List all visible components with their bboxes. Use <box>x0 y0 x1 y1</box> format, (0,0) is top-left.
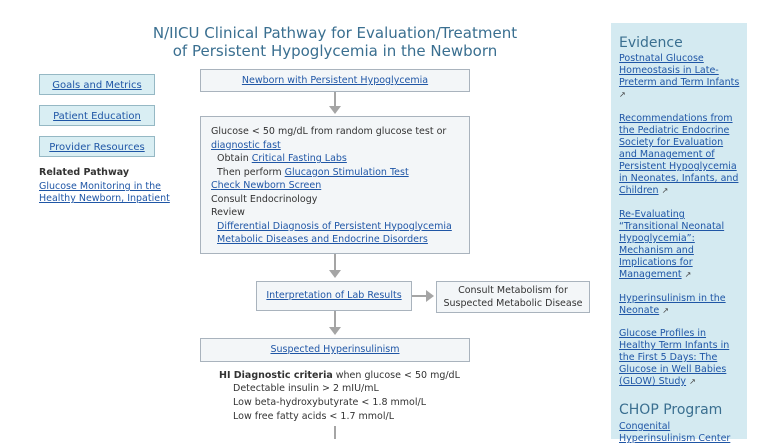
then-perform-label: Then perform <box>217 166 285 178</box>
title-line-2: of Persistent Hypoglycemia in the Newbor… <box>172 42 498 60</box>
evidence-link-2-text[interactable]: Recommendations from the Pediatric Endoc… <box>619 113 739 196</box>
hi-criteria-bold: HI Diagnostic criteria <box>219 370 333 381</box>
glucose-text: Glucose < 50 mg/dL from random glucose t… <box>211 126 447 137</box>
evidence-heading: Evidence <box>619 35 683 51</box>
connector-2 <box>334 254 336 272</box>
suspected-hi-link[interactable]: Suspected Hyperinsulinism <box>270 344 400 355</box>
consult-metabolism-text: Consult Metabolism for Suspected Metabol… <box>443 285 583 309</box>
connector-1 <box>334 92 336 108</box>
title-line-1: N/IICU Clinical Pathway for Evaluation/T… <box>152 24 518 42</box>
glucagon-test-link[interactable]: Glucagon Stimulation Test <box>284 166 409 178</box>
interpretation-box: Interpretation of Lab Results <box>256 281 412 311</box>
interpretation-link[interactable]: Interpretation of Lab Results <box>266 290 402 301</box>
evidence-link-4[interactable]: Hyperinsulinism in the Neonate ↗ <box>619 293 743 317</box>
related-pathway-heading: Related Pathway <box>39 167 130 178</box>
evidence-link-3[interactable]: Re-Evaluating “Transitional Neonatal Hyp… <box>619 209 743 281</box>
goals-metrics-button[interactable]: Goals and Metrics <box>39 74 155 95</box>
consult-endo-text: Consult Endocrinology <box>211 193 318 205</box>
criteria-2: Low beta-hydroxybutyrate < 1.8 mmol/L <box>233 397 426 408</box>
connector-3 <box>412 295 428 297</box>
arrow-4 <box>329 327 341 335</box>
page-title: N/IICU Clinical Pathway for Evaluation/T… <box>140 24 530 60</box>
chop-program-heading: CHOP Program <box>619 402 723 418</box>
differential-link[interactable]: Differential Diagnosis of Persistent Hyp… <box>217 220 452 232</box>
evidence-link-5-text[interactable]: Glucose Profiles in Healthy Term Infants… <box>619 328 730 387</box>
external-link-icon: ↗ <box>689 377 696 386</box>
arrow-1 <box>329 106 341 114</box>
external-link-icon: ↗ <box>684 270 692 279</box>
start-link[interactable]: Newborn with Persistent Hypoglycemia <box>241 75 429 86</box>
metabolic-link[interactable]: Metabolic Diseases and Endocrine Disorde… <box>217 234 428 245</box>
evaluation-box: Glucose < 50 mg/dL from random glucose t… <box>200 116 470 254</box>
evidence-link-1-text[interactable]: Postnatal Glucose Homeostasis in Late-Pr… <box>619 53 740 88</box>
evidence-link-5[interactable]: Glucose Profiles in Healthy Term Infants… <box>619 328 743 388</box>
arrow-2 <box>329 270 341 278</box>
hi-criteria-rest: when glucose < 50 mg/dL <box>332 370 460 381</box>
start-box: Newborn with Persistent Hypoglycemia <box>200 69 470 92</box>
connector-4 <box>334 311 336 329</box>
obtain-label: Obtain <box>217 153 252 164</box>
arrow-3 <box>426 290 434 302</box>
evidence-link-2[interactable]: Recommendations from the Pediatric Endoc… <box>619 113 743 197</box>
evidence-panel <box>611 23 747 439</box>
evidence-link-1[interactable]: Postnatal Glucose Homeostasis in Late-Pr… <box>619 53 743 101</box>
criteria-3: Low free fatty acids < 1.7 mmol/L <box>233 411 394 422</box>
suspected-hi-box: Suspected Hyperinsulinism <box>200 338 470 362</box>
chop-program-link[interactable]: Congenital Hyperinsulinism Center <box>619 421 743 445</box>
diagnostic-fast-link[interactable]: diagnostic fast <box>211 139 281 151</box>
related-pathway-link[interactable]: Glucose Monitoring in the Healthy Newbor… <box>39 181 170 204</box>
connector-5 <box>334 426 336 439</box>
chop-program-link-text[interactable]: Congenital Hyperinsulinism Center <box>619 421 731 444</box>
evidence-link-3-text[interactable]: Re-Evaluating “Transitional Neonatal Hyp… <box>619 209 725 280</box>
patient-education-button[interactable]: Patient Education <box>39 105 155 126</box>
external-link-icon: ↗ <box>619 90 626 99</box>
hi-criteria-heading: HI Diagnostic criteria when glucose < 50… <box>219 369 460 382</box>
evidence-link-4-text[interactable]: Hyperinsulinism in the Neonate <box>619 293 726 316</box>
check-screen-link[interactable]: Check Newborn Screen <box>211 180 322 191</box>
external-link-icon: ↗ <box>661 186 669 195</box>
review-text: Review <box>211 207 245 218</box>
provider-resources-button[interactable]: Provider Resources <box>39 136 155 157</box>
critical-labs-link[interactable]: Critical Fasting Labs <box>251 153 347 164</box>
criteria-1: Detectable insulin > 2 mIU/mL <box>233 383 379 394</box>
consult-metabolism-box: Consult Metabolism for Suspected Metabol… <box>436 281 590 313</box>
external-link-icon: ↗ <box>662 306 669 315</box>
